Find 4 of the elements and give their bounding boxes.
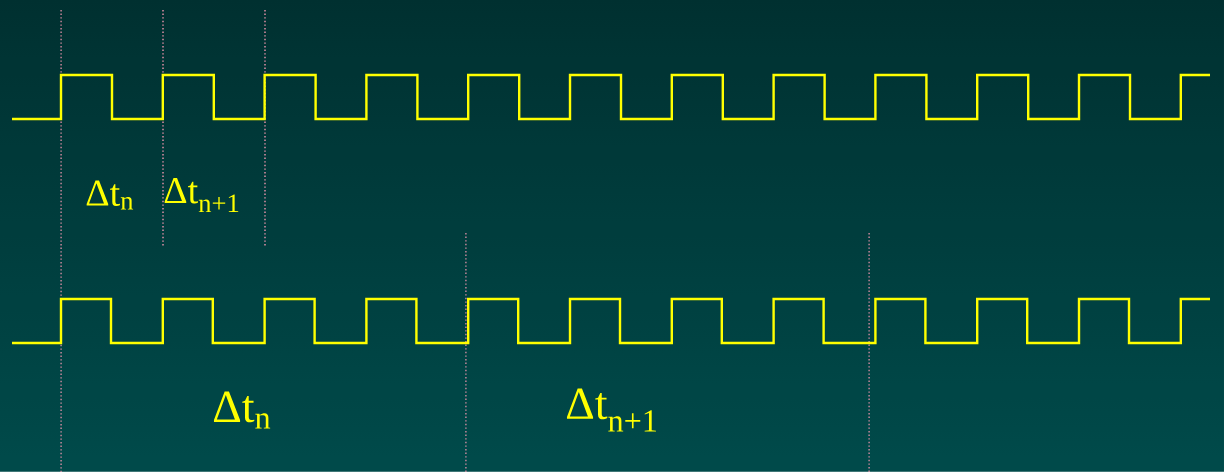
time-interval-label: Δt$_{n}$	[86, 180, 134, 210]
time-interval-label: Δt$_{n+1}$	[164, 177, 239, 213]
time-interval-label: Δt$_{n+1}$	[566, 388, 656, 432]
time-interval-label: Δt$_{n}$	[213, 391, 271, 429]
